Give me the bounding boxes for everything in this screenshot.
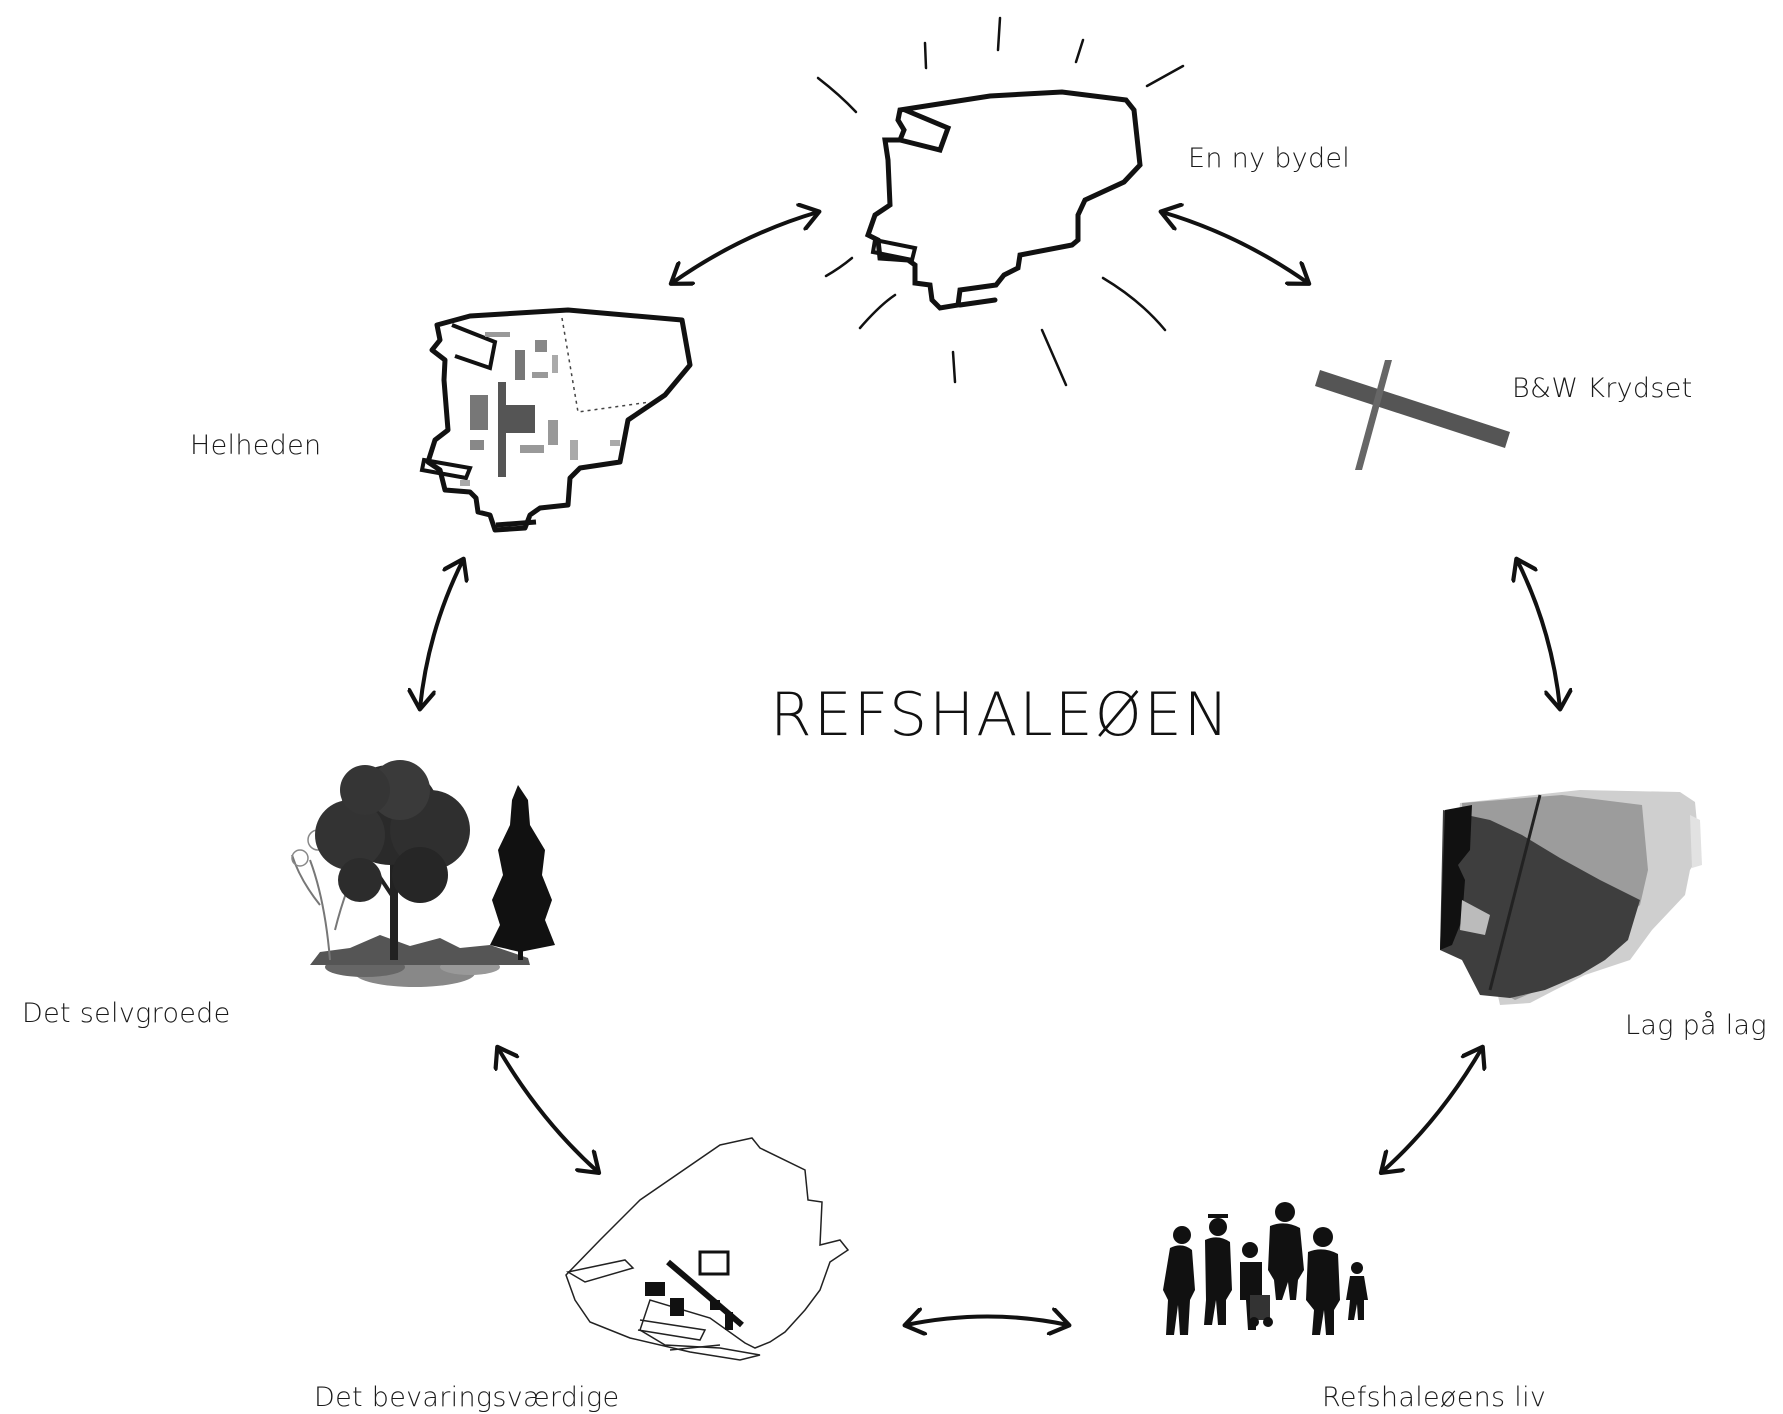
trees-illustration	[291, 760, 555, 987]
node-label-bw-krydset: B&W Krydset	[1512, 373, 1693, 404]
arrow-bwkrydset-lag	[1517, 560, 1560, 708]
site-plan-whole	[419, 307, 693, 533]
new-district-sketch	[816, 16, 1185, 387]
node-label-lag-paa-lag: Lag på lag	[1625, 1010, 1767, 1041]
diagram-title: REFSHALEØEN	[770, 680, 1231, 750]
node-label-liv: Refshaleøens liv	[1322, 1382, 1547, 1413]
arrow-nybydel-bwkrydset	[1162, 212, 1308, 283]
people-silhouettes	[1163, 1202, 1368, 1335]
node-label-selvgroede: Det selvgroede	[22, 998, 231, 1029]
layered-plan	[1440, 790, 1702, 1005]
heritage-plan	[565, 1137, 850, 1361]
crossing-symbol	[1315, 360, 1510, 470]
arrow-selvgroede-helheden	[420, 560, 463, 708]
arrow-bevaring-selvgroede	[498, 1048, 598, 1172]
node-label-helheden: Helheden	[190, 430, 322, 461]
arrow-helheden-nybydel	[672, 212, 818, 283]
arrow-liv-bevaring	[906, 1317, 1068, 1326]
node-label-ny-bydel: En ny bydel	[1188, 143, 1351, 174]
node-label-bevaringsvaerdige: Det bevaringsværdige	[314, 1382, 620, 1413]
arrow-lag-liv	[1382, 1048, 1482, 1172]
